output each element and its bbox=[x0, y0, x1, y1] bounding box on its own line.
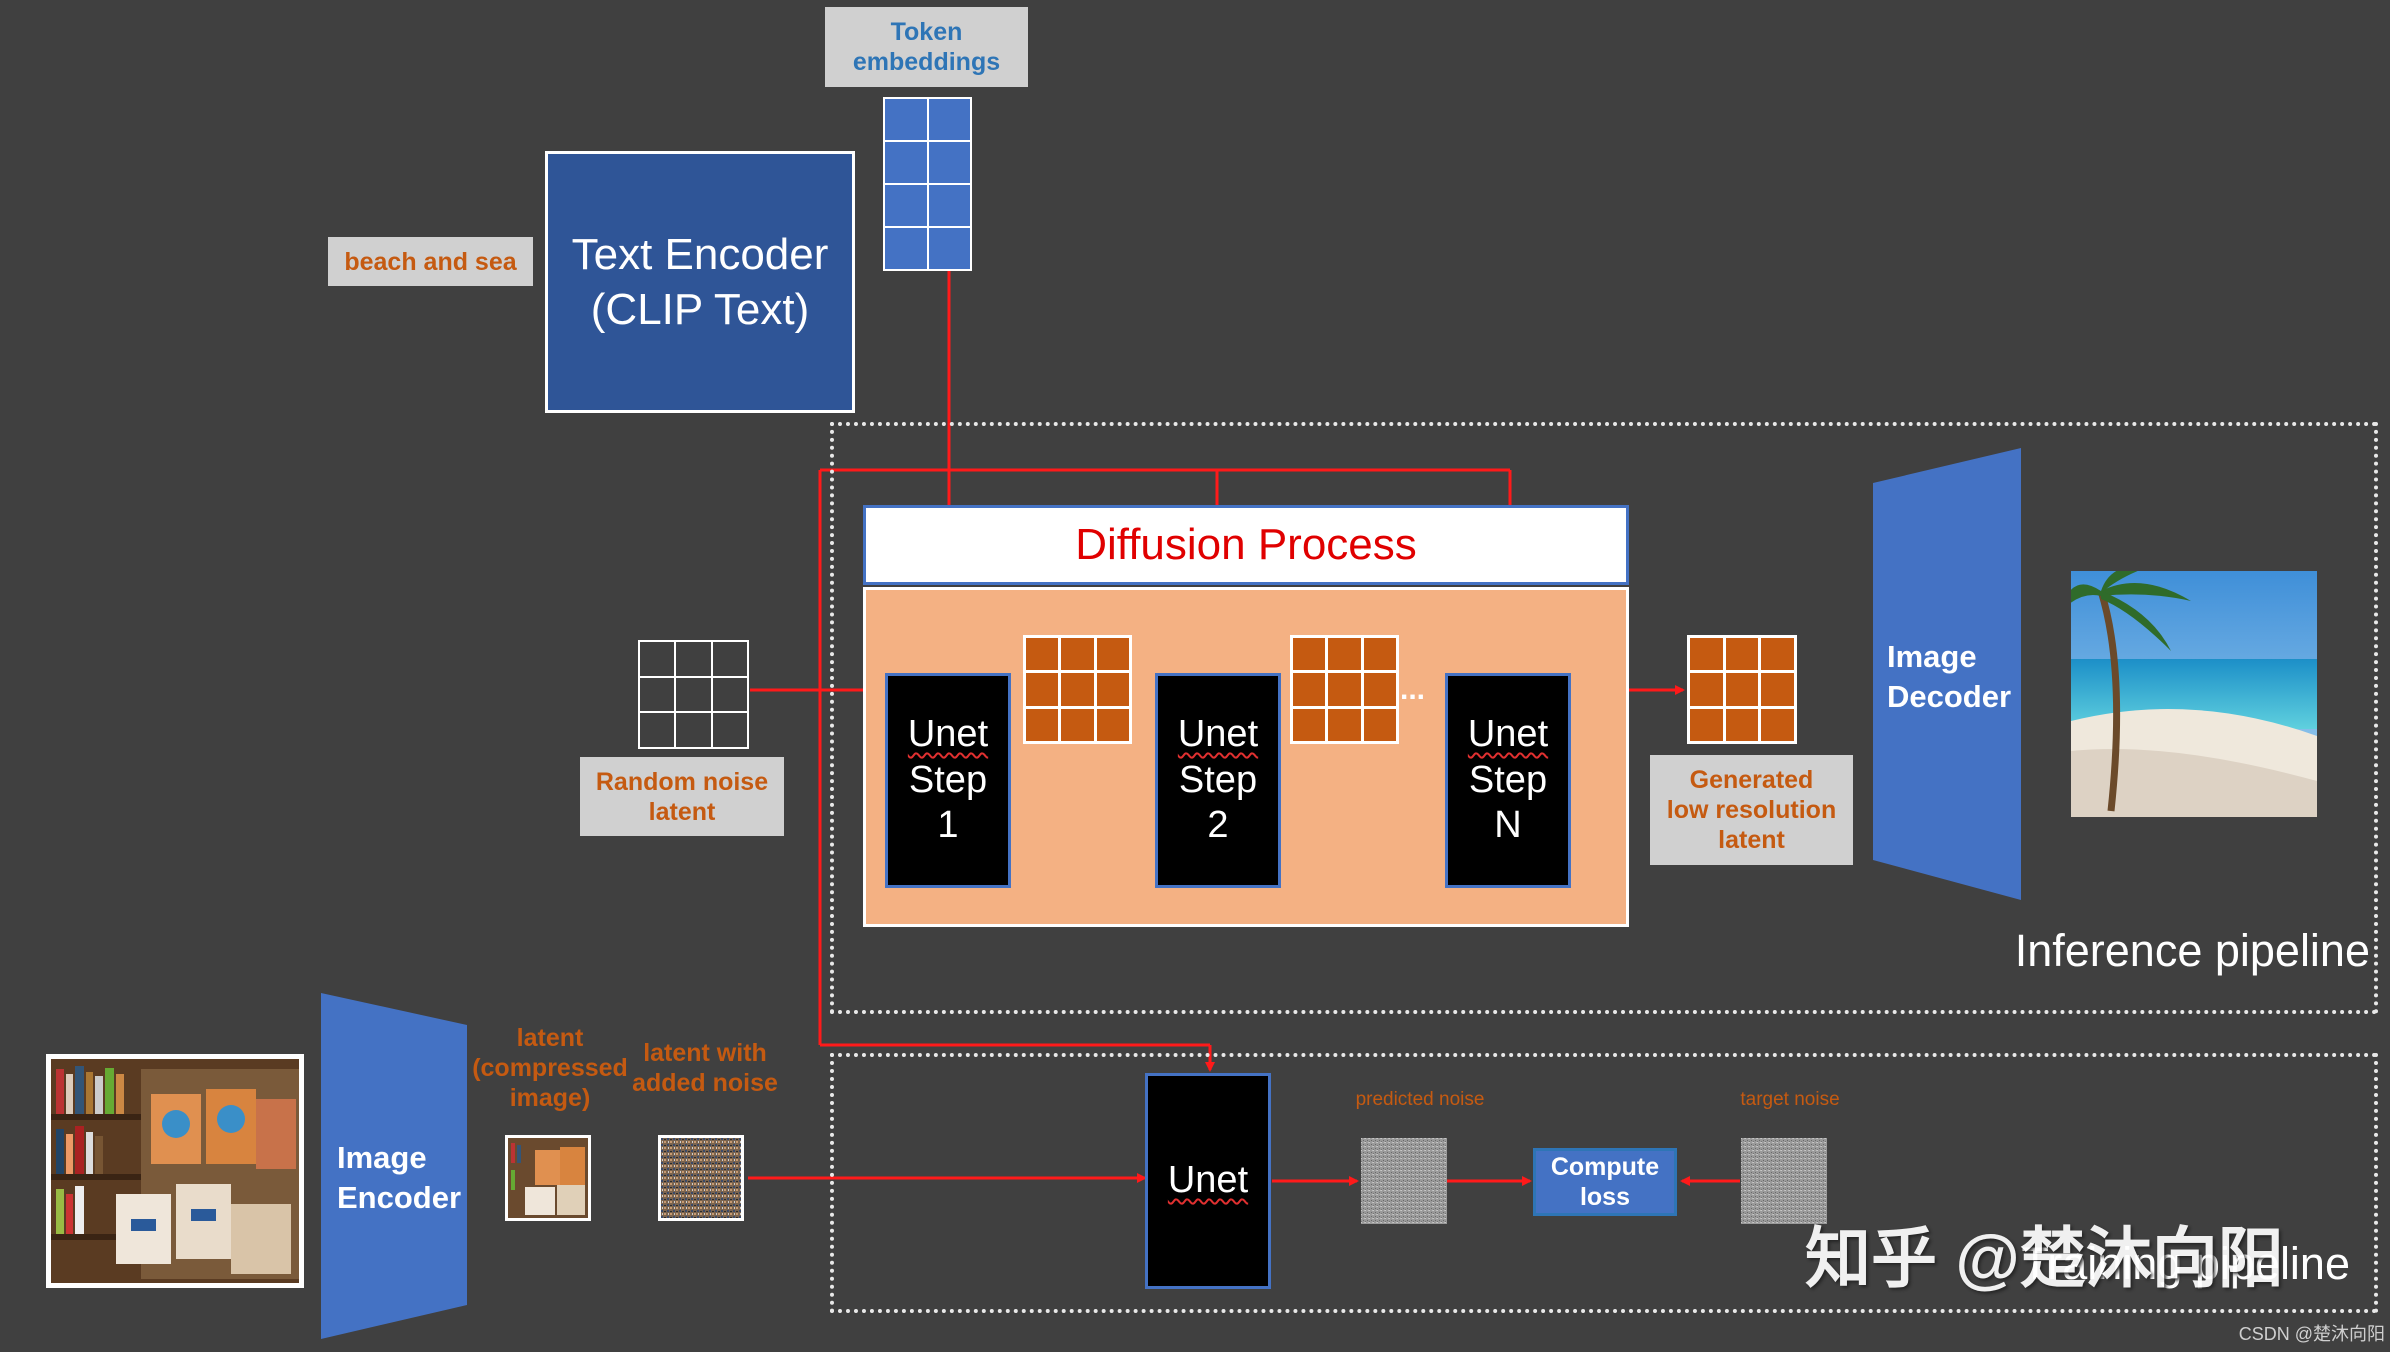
predicted-noise-label: predicted noise bbox=[1355, 1089, 1485, 1110]
target-noise-image bbox=[1741, 1138, 1827, 1224]
latent-noise-label: latent with added noise bbox=[632, 1039, 778, 1097]
predicted-noise-image bbox=[1361, 1138, 1447, 1224]
unet-training-label: Unet bbox=[1167, 1159, 1249, 1202]
unet-step-n-line2: Step bbox=[1468, 758, 1548, 801]
training-pipeline-region bbox=[830, 1053, 2378, 1313]
inference-pipeline-region bbox=[830, 422, 2378, 1014]
random-noise-grid bbox=[638, 640, 749, 749]
inference-pipeline-title: Inference pipeline bbox=[2014, 925, 2370, 976]
compute-loss-box: Compute loss bbox=[1533, 1148, 1677, 1216]
watermark: 知乎 @楚沐向阳 bbox=[1805, 1221, 2284, 1295]
generated-latent-label: Generated low resolution latent bbox=[1650, 755, 1853, 865]
compressed-latent-thumbnail bbox=[505, 1135, 591, 1221]
latent-grid-1 bbox=[1023, 635, 1132, 744]
image-encoder-label: Image Encoder bbox=[337, 1140, 462, 1216]
unet-step-1-line2: Step bbox=[908, 758, 988, 801]
token-embeddings-grid bbox=[883, 97, 972, 271]
target-noise-label: target noise bbox=[1740, 1089, 1840, 1110]
unet-step-n-line1: Unet bbox=[1467, 713, 1549, 756]
prompt-label: beach and sea bbox=[328, 237, 533, 286]
unet-step-1: Unet Step 1 bbox=[885, 673, 1011, 888]
unet-step-n: Unet Step N bbox=[1445, 673, 1571, 888]
latent-compressed-label: latent (compressed image) bbox=[472, 1024, 628, 1112]
image-encoder-shape bbox=[321, 993, 467, 1339]
unet-step-2-line2: Step bbox=[1178, 758, 1258, 801]
unet-step-2-line3: 2 bbox=[1207, 804, 1229, 847]
image-decoder-shape bbox=[1873, 448, 2021, 900]
training-pipeline-title: Training pipeline bbox=[2021, 1238, 2350, 1289]
noisy-latent-thumbnail bbox=[658, 1135, 744, 1221]
unet-step-2-line1: Unet bbox=[1177, 713, 1259, 756]
footer-credit: CSDN @楚沐向阳 bbox=[2238, 1324, 2385, 1344]
ellipsis: ... bbox=[1400, 673, 1426, 706]
unet-training: Unet bbox=[1145, 1073, 1271, 1289]
unet-step-1-line1: Unet bbox=[907, 713, 989, 756]
unet-step-1-line3: 1 bbox=[937, 804, 959, 847]
image-decoder-label: Image Decoder bbox=[1887, 639, 2012, 715]
random-noise-label: Random noise latent bbox=[580, 757, 784, 836]
latent-grid-2 bbox=[1290, 635, 1399, 744]
unet-step-2: Unet Step 2 bbox=[1155, 673, 1281, 888]
text-encoder-block: Text Encoder (CLIP Text) bbox=[545, 151, 855, 413]
training-input-image bbox=[46, 1054, 304, 1288]
token-embeddings-label: Token embeddings bbox=[825, 7, 1028, 87]
unet-step-n-line3: N bbox=[1494, 804, 1522, 847]
generated-latent-grid bbox=[1687, 635, 1797, 744]
beach-output-image bbox=[2071, 571, 2317, 817]
diffusion-process-title: Diffusion Process bbox=[863, 505, 1629, 585]
